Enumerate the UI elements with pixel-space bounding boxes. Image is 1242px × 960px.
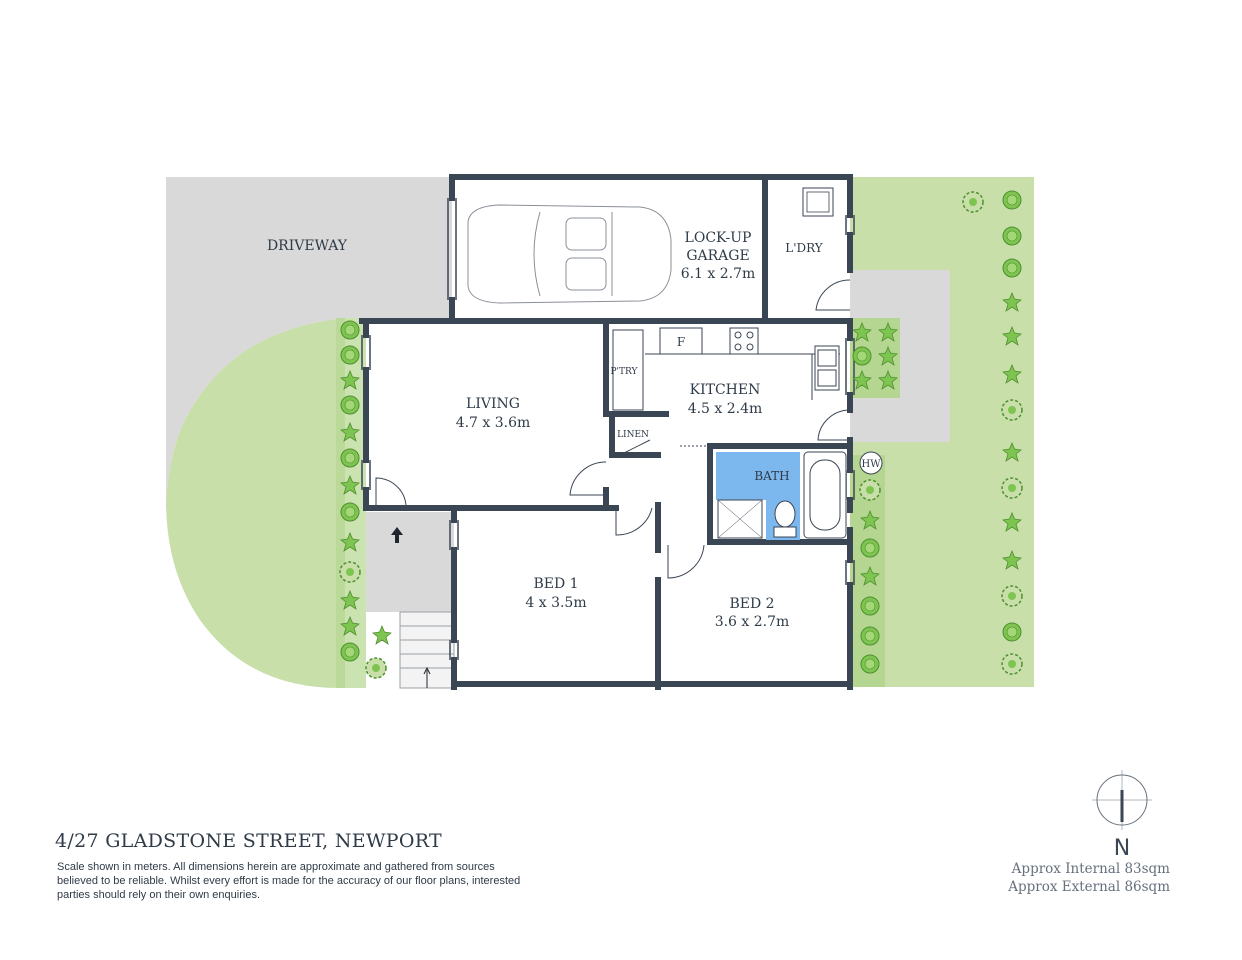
svg-text:4.5 x 2.4m: 4.5 x 2.4m (688, 401, 763, 417)
fridge-icon (659, 327, 703, 355)
svg-text:LIVING: LIVING (466, 396, 520, 412)
laundry-tub-icon (802, 187, 834, 217)
hot-water-unit: HW (859, 451, 883, 475)
svg-text:HW: HW (862, 459, 882, 470)
driveway-label: DRIVEWAY (267, 238, 348, 254)
svg-text:F: F (677, 335, 685, 349)
room-labels: LOCK-UP GARAGE 6.1 x 2.7m L'DRY LIVING 4… (456, 230, 824, 630)
svg-text:BED 2: BED 2 (729, 596, 774, 612)
driveway: DRIVEWAY (166, 177, 452, 500)
svg-text:BED 1: BED 1 (533, 576, 578, 592)
bathtub-icon (803, 451, 847, 539)
compass-n-label: N (1114, 836, 1130, 861)
car-icon (467, 204, 672, 304)
walls (359, 174, 853, 690)
svg-text:3.6 x 2.7m: 3.6 x 2.7m (715, 614, 790, 630)
compass-icon: N (1092, 770, 1152, 861)
area-summary: Approx Internal 83sqm Approx External 86… (1000, 860, 1170, 896)
svg-text:P'TRY: P'TRY (611, 367, 639, 377)
svg-text:L'DRY: L'DRY (785, 241, 824, 255)
svg-text:6.1 x 2.7m: 6.1 x 2.7m (681, 266, 756, 282)
svg-text:KITCHEN: KITCHEN (690, 382, 761, 398)
disclaimer-text: Scale shown in meters. All dimensions he… (57, 861, 521, 901)
cooktop-icon (729, 327, 759, 355)
entry-arrow-icon (391, 527, 403, 543)
svg-text:LINEN: LINEN (617, 430, 649, 440)
svg-text:GARAGE: GARAGE (686, 248, 749, 264)
doors (375, 279, 851, 579)
entry-porch (366, 512, 455, 689)
bath-area: BATH (716, 451, 847, 540)
kitchen-fixtures: F (645, 327, 840, 400)
svg-text:4.7 x 3.6m: 4.7 x 3.6m (456, 415, 531, 431)
area-external: Approx External 86sqm (1008, 879, 1170, 895)
property-address: 4/27 GLADSTONE STREET, NEWPORT (55, 830, 442, 852)
area-internal: Approx Internal 83sqm (1011, 861, 1170, 877)
windows (361, 198, 855, 660)
entry-steps (399, 611, 455, 689)
svg-text:4 x 3.5m: 4 x 3.5m (525, 595, 586, 611)
svg-text:LOCK-UP: LOCK-UP (685, 230, 752, 246)
toilet-icon (773, 500, 797, 538)
bath-label: BATH (754, 469, 789, 483)
